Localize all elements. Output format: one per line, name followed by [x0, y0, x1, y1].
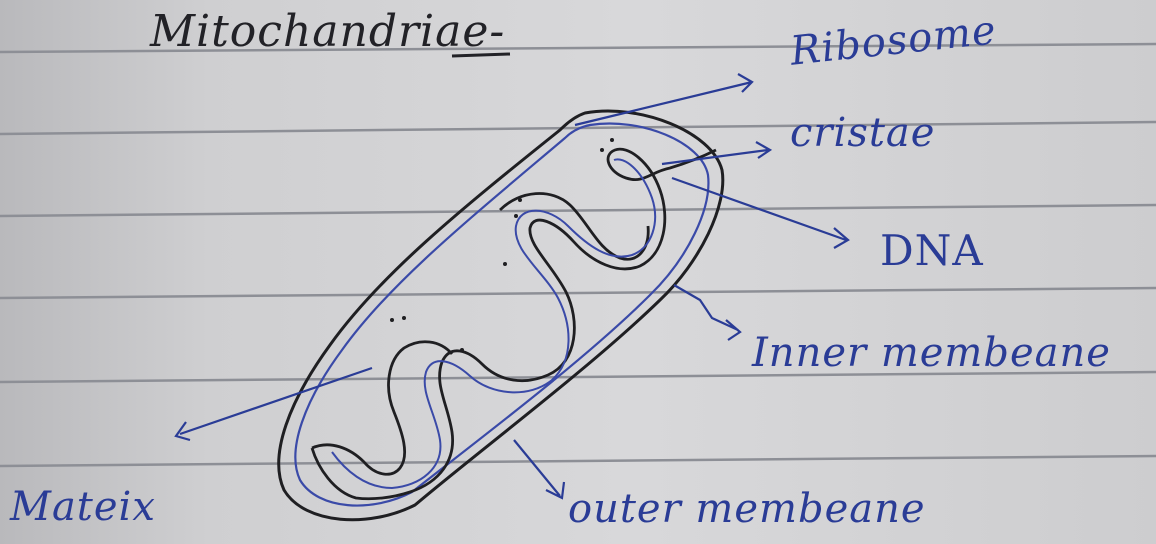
label-matrix: Mateix — [10, 484, 156, 530]
dna-arrow — [672, 178, 848, 248]
cristae-arrow — [662, 142, 770, 164]
label-inner-membrane: Inner membeane — [752, 330, 1111, 376]
label-dna: DNA — [880, 226, 984, 275]
pointer-arrows — [176, 74, 848, 498]
label-cristae: cristae — [790, 110, 935, 156]
rule-line — [0, 288, 1156, 298]
ribosome-dot — [518, 198, 522, 202]
ribosome-dot — [600, 148, 604, 152]
ribosome-dot — [503, 262, 507, 266]
ribosome-arrow — [575, 74, 752, 125]
outer-membrane-arrow — [514, 440, 564, 498]
rule-line — [0, 456, 1156, 466]
ribosome-dot — [460, 348, 464, 352]
inner-membrane-blue-trace — [332, 159, 655, 488]
page-title: Mitochandriae- — [150, 6, 505, 57]
inner-membrane-folds — [312, 149, 716, 499]
ribosome-dot — [610, 138, 614, 142]
ribosome-dot — [390, 318, 394, 322]
ribosome-dot — [402, 316, 406, 320]
label-outer-membrane: outer membeane — [568, 486, 926, 532]
ribosome-dot — [514, 214, 518, 218]
